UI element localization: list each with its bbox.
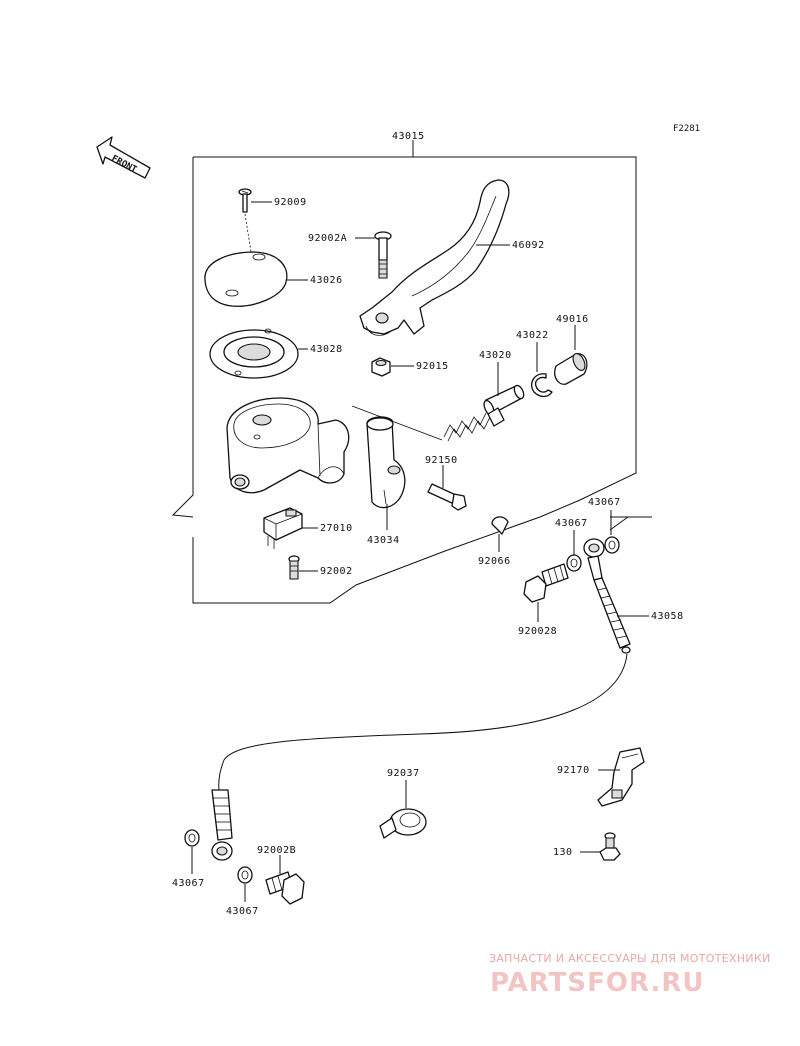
label-43058: 43058 bbox=[651, 611, 684, 622]
screw-92002-icon bbox=[288, 555, 300, 580]
front-arrow-icon: FRONT bbox=[96, 136, 151, 179]
label-46092: 46092 bbox=[512, 240, 545, 251]
label-92037: 92037 bbox=[387, 768, 420, 779]
bolt-130-icon bbox=[599, 832, 621, 861]
label-92009: 92009 bbox=[274, 197, 307, 208]
label-92002: 92002 bbox=[320, 566, 353, 577]
label-43028: 43028 bbox=[310, 344, 343, 355]
screw-92009-icon bbox=[238, 188, 252, 213]
label-43067-bottom-mid: 43067 bbox=[226, 906, 259, 917]
master-cylinder-body-icon bbox=[226, 397, 350, 494]
washer-43067-bottom-mid-icon bbox=[237, 866, 253, 884]
brake-hose bbox=[218, 653, 628, 791]
figure-code: F2281 bbox=[673, 124, 700, 134]
label-49016: 49016 bbox=[556, 314, 589, 325]
label-43020: 43020 bbox=[479, 350, 512, 361]
hose-clamp-92037-icon bbox=[379, 808, 427, 839]
label-43022: 43022 bbox=[516, 330, 549, 341]
bolt-92150-icon bbox=[427, 483, 467, 511]
washer-43067-top-left-icon bbox=[566, 554, 582, 572]
label-27010: 27010 bbox=[320, 523, 353, 534]
label-43067-top-left: 43067 bbox=[555, 518, 588, 529]
switch-27010-icon bbox=[263, 507, 303, 549]
assembly-bracket bbox=[171, 140, 637, 604]
label-43026: 43026 bbox=[310, 275, 343, 286]
label-92170: 92170 bbox=[557, 765, 590, 776]
banjo-bolt-920028-icon bbox=[523, 563, 569, 603]
watermark-logo: PARTSFOR.RU bbox=[490, 968, 704, 998]
label-920028: 920028 bbox=[518, 626, 557, 637]
label-43034: 43034 bbox=[367, 535, 400, 546]
boot-49016-icon bbox=[554, 353, 588, 385]
cap-92066-icon bbox=[491, 516, 509, 535]
watermark-tagline: ЗАПЧАСТИ И АКСЕССУАРЫ ДЛЯ МОТОТЕХНИКИ bbox=[489, 952, 771, 965]
label-92002B: 92002B bbox=[257, 845, 296, 856]
hose-fitting-43058-icon bbox=[583, 538, 631, 654]
label-92066: 92066 bbox=[478, 556, 511, 567]
bracket-92170-icon bbox=[597, 747, 645, 807]
brake-lever-46092-icon bbox=[359, 179, 510, 336]
piston-kit-43020-icon bbox=[443, 384, 525, 442]
hose-end-bottom-icon bbox=[211, 789, 233, 861]
banjo-bolt-92002B-icon bbox=[265, 871, 305, 905]
label-92015: 92015 bbox=[416, 361, 449, 372]
label-43067-bottom-left: 43067 bbox=[172, 878, 205, 889]
label-130: 130 bbox=[553, 847, 573, 858]
diaphragm-43028-icon bbox=[209, 328, 299, 379]
pivot-bolt-92002A-icon bbox=[374, 231, 392, 279]
label-92002A: 92002A bbox=[308, 233, 347, 244]
label-92150: 92150 bbox=[425, 455, 458, 466]
nut-92015-icon bbox=[371, 357, 391, 377]
label-43015: 43015 bbox=[392, 131, 425, 142]
reservoir-cap-43026-icon bbox=[204, 213, 288, 307]
washer-43067-top-right-icon bbox=[604, 536, 620, 554]
circlip-43022-icon bbox=[531, 373, 553, 398]
washer-43067-bottom-left-icon bbox=[184, 829, 200, 847]
label-43067-top-right: 43067 bbox=[588, 497, 621, 508]
clamp-43034-icon bbox=[366, 416, 406, 509]
